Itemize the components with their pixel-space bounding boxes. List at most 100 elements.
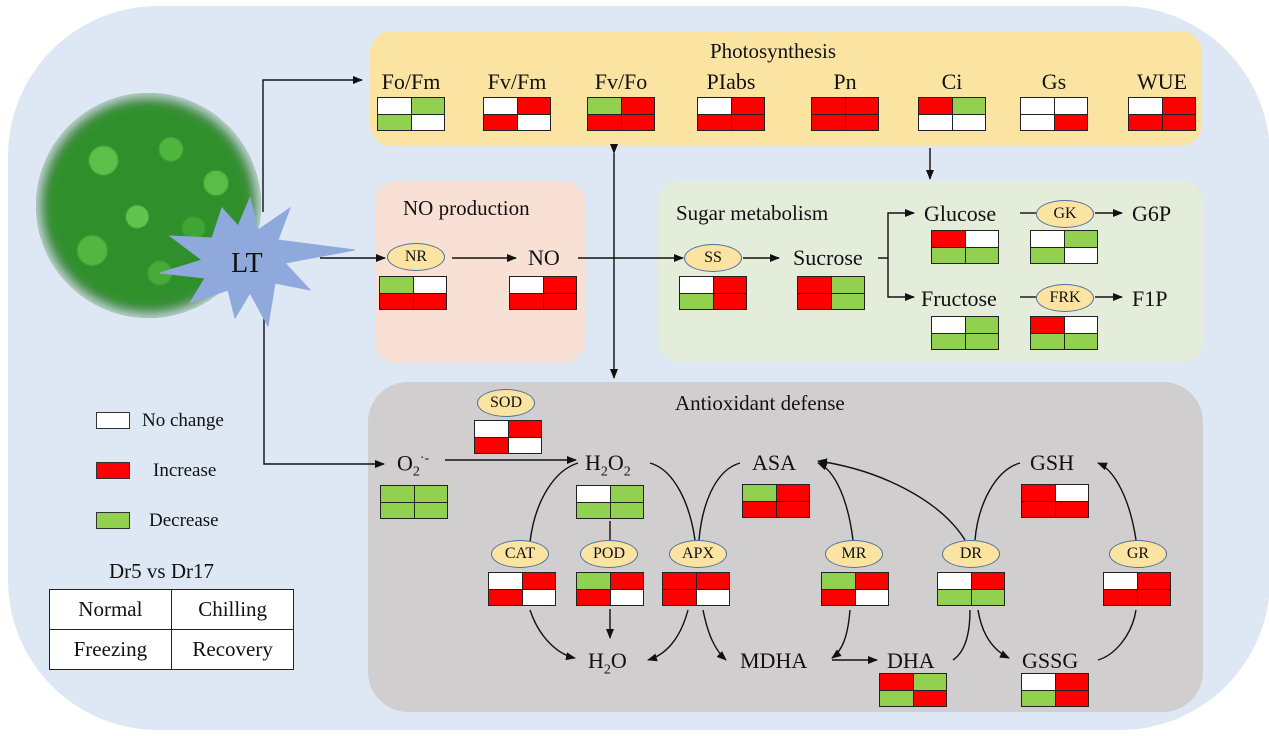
cell-freezing — [798, 293, 831, 309]
cell-normal — [1021, 98, 1054, 114]
cell-freezing — [489, 589, 522, 605]
cell-recovery — [1054, 114, 1087, 130]
cell-chilling — [610, 573, 643, 589]
arrow-mr-to-mdha — [831, 609, 851, 659]
enzyme-cat: CAT — [491, 540, 549, 568]
grid-dha — [879, 673, 947, 707]
cell-normal — [1022, 674, 1055, 690]
cell-chilling — [1054, 98, 1087, 114]
cell-freezing — [1104, 589, 1137, 605]
cell-chilling — [1064, 317, 1097, 333]
cell-chilling — [517, 98, 550, 114]
grid-h2o2 — [576, 485, 644, 519]
arrow-lt-to-photosynthesis — [262, 76, 363, 212]
cell-chilling — [1137, 573, 1170, 589]
cell-chilling — [845, 98, 878, 114]
key-cell-normal: Normal — [50, 590, 171, 629]
cell-recovery — [1137, 589, 1170, 605]
cell-chilling — [713, 277, 746, 293]
cell-freezing — [577, 502, 610, 518]
cell-chilling — [543, 277, 576, 293]
cell-chilling — [621, 98, 654, 114]
cell-normal — [1022, 485, 1055, 501]
cell-normal — [919, 98, 952, 114]
arrow-gssg-gr — [1097, 609, 1137, 661]
cell-recovery — [411, 114, 444, 130]
cell-normal — [932, 317, 965, 333]
cell-recovery — [522, 589, 555, 605]
cell-chilling — [913, 674, 946, 690]
cell-recovery — [1055, 690, 1088, 706]
cell-chilling — [413, 277, 446, 293]
legend-swatch-no-change — [96, 412, 130, 429]
cell-freezing — [1129, 114, 1162, 130]
cell-recovery — [610, 502, 643, 518]
photosynthesis-param-label: PIabs — [706, 69, 756, 94]
cell-freezing — [484, 114, 517, 130]
cell-freezing — [822, 589, 855, 605]
cell-chilling — [1064, 231, 1097, 247]
superoxide-sub: 2 — [412, 464, 420, 480]
arrow-cat — [529, 462, 579, 543]
cell-recovery — [1055, 501, 1088, 517]
cell-normal — [510, 277, 543, 293]
enzyme-mr: MR — [825, 540, 883, 568]
metabolite-superoxide: O2·- — [397, 452, 429, 480]
grid-photosynthesis-param — [1128, 97, 1196, 131]
grid-photosynthesis-param — [697, 97, 765, 131]
cell-freezing — [1031, 247, 1064, 263]
arrow-apx-to-mdha — [702, 609, 727, 661]
metabolite-f1p: F1P — [1132, 286, 1168, 311]
cell-recovery — [1162, 114, 1195, 130]
photosynthesis-param-label: Fo/Fm — [381, 69, 441, 94]
cell-recovery — [913, 690, 946, 706]
cell-freezing — [932, 247, 965, 263]
superoxide-label: O — [397, 450, 413, 476]
cell-recovery — [696, 589, 729, 605]
cell-recovery — [831, 293, 864, 309]
legend-swatch-increase — [96, 462, 130, 479]
key-cell-freezing: Freezing — [50, 630, 171, 669]
lt-starburst-icon — [159, 196, 356, 328]
cell-normal — [880, 674, 913, 690]
cell-freezing — [680, 293, 713, 309]
cell-chilling — [522, 573, 555, 589]
grid-asa — [742, 484, 810, 518]
cell-recovery — [965, 247, 998, 263]
cell-recovery — [731, 114, 764, 130]
grid-nr — [379, 276, 447, 310]
cell-normal — [1031, 231, 1064, 247]
cell-freezing — [919, 114, 952, 130]
cell-chilling — [831, 277, 864, 293]
sugar-metabolism-title: Sugar metabolism — [676, 201, 829, 225]
arrow-dr-to-gssg — [977, 609, 1010, 659]
metabolite-h2o2: H2O2 — [585, 450, 631, 480]
grid-pod — [576, 572, 644, 606]
cell-freezing — [743, 501, 776, 517]
legend-label-decrease: Decrease — [149, 510, 219, 531]
grid-photosynthesis-param — [377, 97, 445, 131]
metabolite-g6p: G6P — [1132, 201, 1172, 226]
cell-freezing — [381, 502, 414, 518]
cell-recovery — [1064, 247, 1097, 263]
arrow-cat-to-h2o — [529, 609, 576, 661]
metabolite-asa: ASA — [752, 450, 797, 475]
metabolite-dha: DHA — [887, 648, 935, 673]
cell-normal — [1104, 573, 1137, 589]
cell-normal — [378, 98, 411, 114]
cell-freezing — [932, 333, 965, 349]
cell-freezing — [378, 114, 411, 130]
metabolite-h2o: H2O — [588, 648, 627, 678]
grid-gsh — [1021, 484, 1089, 518]
cell-chilling — [952, 98, 985, 114]
cell-chilling — [414, 486, 447, 502]
arrow-asa-apx — [698, 462, 741, 541]
photosynthesis-param-label: WUE — [1136, 69, 1188, 94]
cell-chilling — [965, 317, 998, 333]
metabolite-mdha: MDHA — [740, 648, 808, 673]
cell-recovery — [776, 501, 809, 517]
cell-normal — [663, 573, 696, 589]
cell-freezing — [880, 690, 913, 706]
cell-chilling — [776, 485, 809, 501]
